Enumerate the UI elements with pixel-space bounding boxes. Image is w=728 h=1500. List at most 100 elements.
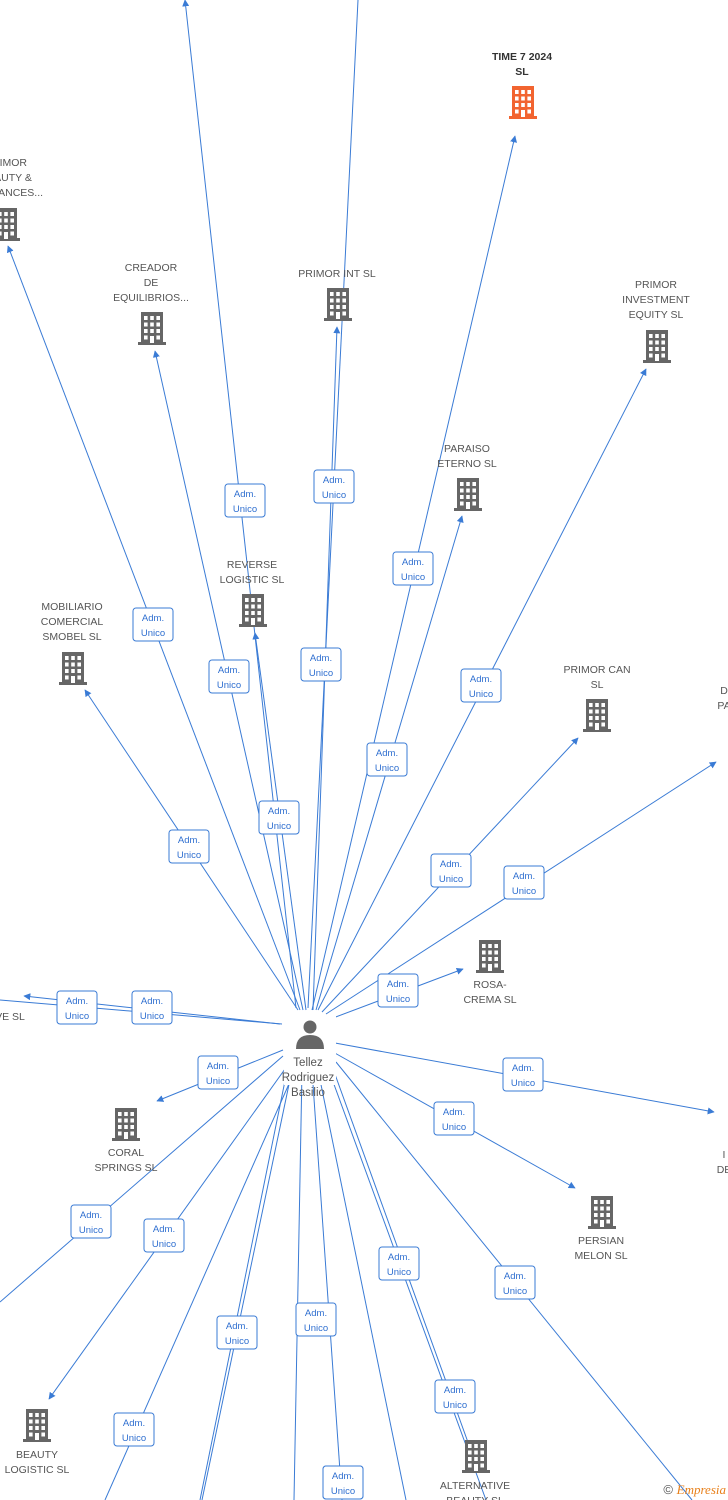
relation-badge-rosa[interactable]: Adm.Unico [377,973,419,1008]
person-name-line: Basilio [291,1087,325,1099]
relation-label-line: Unico [387,1267,411,1278]
company-node-rosa[interactable]: ROSA- CREMA SL [463,979,516,1006]
company-building-icon[interactable] [583,699,611,732]
company-node-primor_beauty[interactable]: PRIMORBEAUTY &FRAGANCES... [0,157,43,199]
company-label-line: VE SL [0,1011,25,1023]
company-label-line: PRIMOR [635,279,677,291]
company-building-icon[interactable] [476,940,504,973]
company-building-icon[interactable] [23,1409,51,1442]
company-building-icon[interactable] [0,208,20,241]
edge-offscreen-9 [327,1067,487,1500]
relation-label-line: Unico [217,680,241,691]
company-node-right_partial2[interactable]: IDE [717,1149,728,1176]
relation-badge-offscreen-10[interactable]: Adm. Unico [494,1265,536,1300]
company-label-line: CREMA SL [463,994,516,1006]
company-label-line: MELON SL [574,1250,627,1262]
company-node-creador[interactable]: CREADORDEEQUILIBRIOS... [113,262,189,304]
relation-badge-right_partial2[interactable]: Adm.Unico [502,1057,544,1092]
relation-badge-alternative[interactable]: Adm.Unico [434,1379,476,1414]
relation-badge-beauty_logistic[interactable]: Adm.Unico [143,1218,185,1253]
relation-badge-offscreen-1[interactable]: Adm.Unico [313,469,355,504]
company-node-primor_int[interactable]: PRIMOR INT SL [298,268,376,280]
company-label-line: PA [717,700,728,712]
relation-badge-offscreen-8[interactable]: Adm.Unico [322,1465,364,1500]
relation-badge-coral[interactable]: Adm.Unico [197,1055,239,1090]
relation-badge-primor_beauty[interactable]: Adm.Unico [132,607,174,642]
relation-badge-offscreen-9[interactable]: Adm.Unico [378,1246,420,1281]
company-building-icon[interactable] [59,652,87,685]
relation-label-line: Adm. [66,996,88,1007]
relation-badge-persian[interactable]: Adm.Unico [433,1101,475,1136]
company-building-icon[interactable] [588,1196,616,1229]
company-node-left_partial[interactable]: VE SL [0,1011,25,1023]
company-building-icon[interactable] [239,594,267,627]
relation-badge-offscreen-2[interactable]: Adm.Unico [131,990,173,1025]
company-label-line: ROSA- [473,979,507,991]
relation-badge-primor_int[interactable]: Adm.Unico [300,647,342,682]
company-label-line: BEAUTY SL [446,1495,504,1500]
company-building-icon[interactable] [112,1108,140,1141]
company-node-right_partial[interactable]: DPA [717,685,728,712]
relation-label-line: Unico [503,1286,527,1297]
relation-badge-mobiliario[interactable]: Adm.Unico [168,829,210,864]
company-label-line: COMERCIAL [41,616,104,628]
relation-badge-paraiso[interactable]: Adm.Unico [366,742,408,777]
relation-badge-offscreen-0[interactable]: Adm.Unico [224,483,266,518]
relation-label-line: Adm. [141,996,163,1007]
company-label-line: FRAGANCES... [0,187,43,199]
relation-label-line: Adm. [440,859,462,870]
relation-badge-primor_investment[interactable]: Adm.Unico [460,668,502,703]
relation-label-line: Unico [152,1239,176,1250]
relation-badge-offscreen-5[interactable]: Adm.Unico [216,1315,258,1350]
company-building-icon[interactable] [324,288,352,321]
company-building-icon[interactable] [462,1440,490,1473]
company-building-icon[interactable] [454,478,482,511]
company-node-alternative[interactable]: ALTERNATIVEBEAUTY SL [440,1480,510,1500]
relation-badge-offscreen-3[interactable]: Adm.Unico [70,1204,112,1239]
relation-badge-offscreen-6[interactable]: Adm.Unico [295,1302,337,1337]
footer-credit[interactable]: © Empresia [663,1482,726,1498]
relation-label-line: Unico [322,490,346,501]
relation-label-line: Unico [401,572,425,583]
relation-badge-time7[interactable]: Adm.Unico [392,551,434,586]
company-building-icon[interactable] [138,312,166,345]
relation-label-line: Adm. [310,653,332,664]
relation-badge-creador[interactable]: Adm.Unico [208,659,250,694]
company-label-line: PRIMOR CAN [563,664,630,676]
relation-badge-primor_can[interactable]: Adm.Unico [430,853,472,888]
relation-badge-right_partial[interactable]: Adm.Unico [503,865,545,900]
relation-badge-left_partial[interactable]: Adm.Unico [56,990,98,1025]
relation-label-line: Adm. [80,1210,102,1221]
relation-badge-offscreen-4[interactable]: Adm.Unico [113,1412,155,1447]
copyright-symbol: © [663,1482,674,1497]
company-label-line: LOGISTIC SL [5,1464,70,1476]
relation-label-line: Unico [141,628,165,639]
relation-label-line: Unico [206,1076,230,1087]
company-label-line: CREADOR [125,262,178,274]
company-label-line: SPRINGS SL [94,1162,157,1174]
relation-badge-reverse[interactable]: Adm.Unico [258,800,300,835]
relation-label-line: Adm. [512,1063,534,1074]
company-building-icon[interactable] [643,330,671,363]
highlighted-company-building-icon[interactable] [509,86,537,119]
company-label-line: ETERNO SL [437,458,497,470]
company-label-line: I [723,1149,726,1161]
relation-label-line: Unico [443,1400,467,1411]
company-label-line: SMOBEL SL [42,631,101,643]
edge-offscreen-3 [0,1055,284,1303]
relation-label-line: Adm. [178,835,200,846]
relation-label-line: Adm. [504,1271,526,1282]
